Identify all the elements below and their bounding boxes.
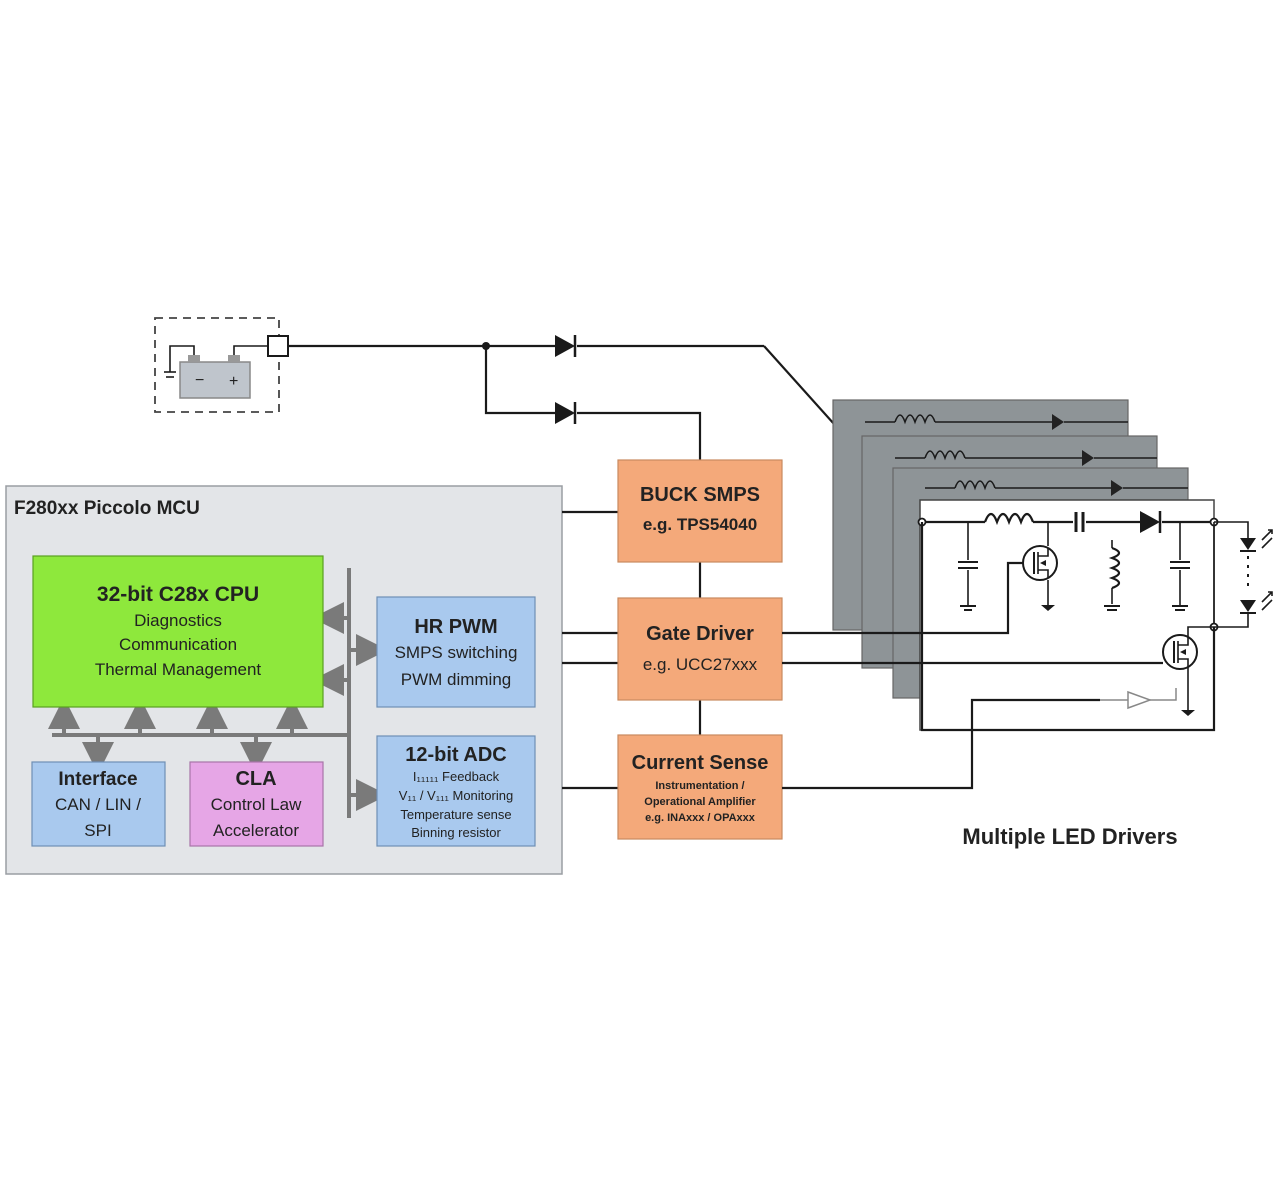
adc-line: I₁₁₁₁₁ Feedback [413, 769, 500, 784]
mcu-panel: F280xx Piccolo MCU 32-bit C28x CPU Diagn… [5, 485, 563, 875]
led-driver-stack [782, 399, 1273, 790]
battery-icon: − + [179, 355, 251, 399]
interface-block: Interface CAN / LIN / SPI [31, 761, 166, 847]
led-string [1214, 521, 1273, 628]
gate-driver-block: Gate Driver e.g. UCC27xxx [617, 597, 783, 701]
mosfet-icon [1162, 634, 1198, 670]
adc-line: V₁₁ / V₁₁₁ Monitoring [399, 788, 513, 803]
led-driver-card-front [782, 499, 1219, 731]
cla-block: CLA Control Law Accelerator [189, 761, 324, 847]
buck-subtitle: e.g. TPS54040 [643, 515, 757, 534]
led-drivers-label: Multiple LED Drivers [962, 824, 1177, 849]
internal-bus [48, 568, 388, 818]
svg-text:−: − [195, 372, 204, 389]
capacitor-icon [1170, 522, 1190, 605]
adc-line: Binning resistor [411, 825, 501, 840]
mcu-title: F280xx Piccolo MCU [14, 498, 200, 519]
cla-line: Accelerator [213, 821, 299, 840]
ground-icon [1104, 605, 1120, 611]
cla-title: CLA [235, 768, 276, 790]
interface-line: CAN / LIN / [55, 795, 141, 814]
cpu-line: Communication [119, 635, 237, 654]
sense-line: Operational Amplifier [644, 796, 756, 808]
cla-line: Control Law [211, 795, 302, 814]
led-icon [1240, 529, 1273, 552]
adc-line: Temperature sense [400, 807, 511, 822]
adc-block: 12-bit ADC I₁₁₁₁₁ Feedback V₁₁ / V₁₁₁ Mo… [376, 735, 536, 847]
comparator-icon [1100, 688, 1177, 710]
cpu-block: 32-bit C28x CPU Diagnostics Communicatio… [32, 555, 324, 708]
ground-icon [1041, 605, 1055, 611]
interface-title: Interface [58, 769, 137, 790]
buck-smps-block: BUCK SMPS e.g. TPS54040 [617, 459, 783, 563]
battery: − + [154, 317, 289, 413]
ground-icon [1172, 605, 1188, 611]
cpu-line: Thermal Management [95, 660, 262, 679]
supply-wiring [288, 333, 923, 735]
inductor-icon [983, 512, 1035, 526]
mosfet-icon [1022, 545, 1058, 581]
hrpwm-block: HR PWM SMPS switching PWM dimming [376, 596, 536, 708]
sense-title: Current Sense [632, 752, 769, 774]
diode-icon [553, 333, 577, 359]
adc-title: 12-bit ADC [405, 744, 506, 766]
capacitor-icon [1074, 512, 1085, 532]
sense-line: e.g. INAxxx / OPAxxx [645, 812, 756, 824]
sense-line: Instrumentation / [655, 780, 744, 792]
gate-title: Gate Driver [646, 623, 754, 645]
hrpwm-line: SMPS switching [395, 643, 518, 662]
cpu-title: 32-bit C28x CPU [97, 583, 259, 606]
buck-title: BUCK SMPS [640, 484, 760, 506]
hrpwm-title: HR PWM [414, 616, 497, 638]
interface-line: SPI [84, 821, 111, 840]
gate-subtitle: e.g. UCC27xxx [643, 655, 758, 674]
ground-icon [960, 605, 976, 611]
inductor-icon [1108, 540, 1121, 604]
led-icon [1240, 591, 1273, 614]
ground-icon [1181, 710, 1195, 716]
hrpwm-line: PWM dimming [401, 670, 512, 689]
diode-icon [553, 400, 577, 426]
capacitor-icon [958, 522, 978, 605]
cpu-line: Diagnostics [134, 611, 222, 630]
svg-text:+: + [229, 373, 238, 390]
mcu-connections [562, 510, 618, 790]
current-sense-block: Current Sense Instrumentation / Operatio… [617, 734, 783, 840]
